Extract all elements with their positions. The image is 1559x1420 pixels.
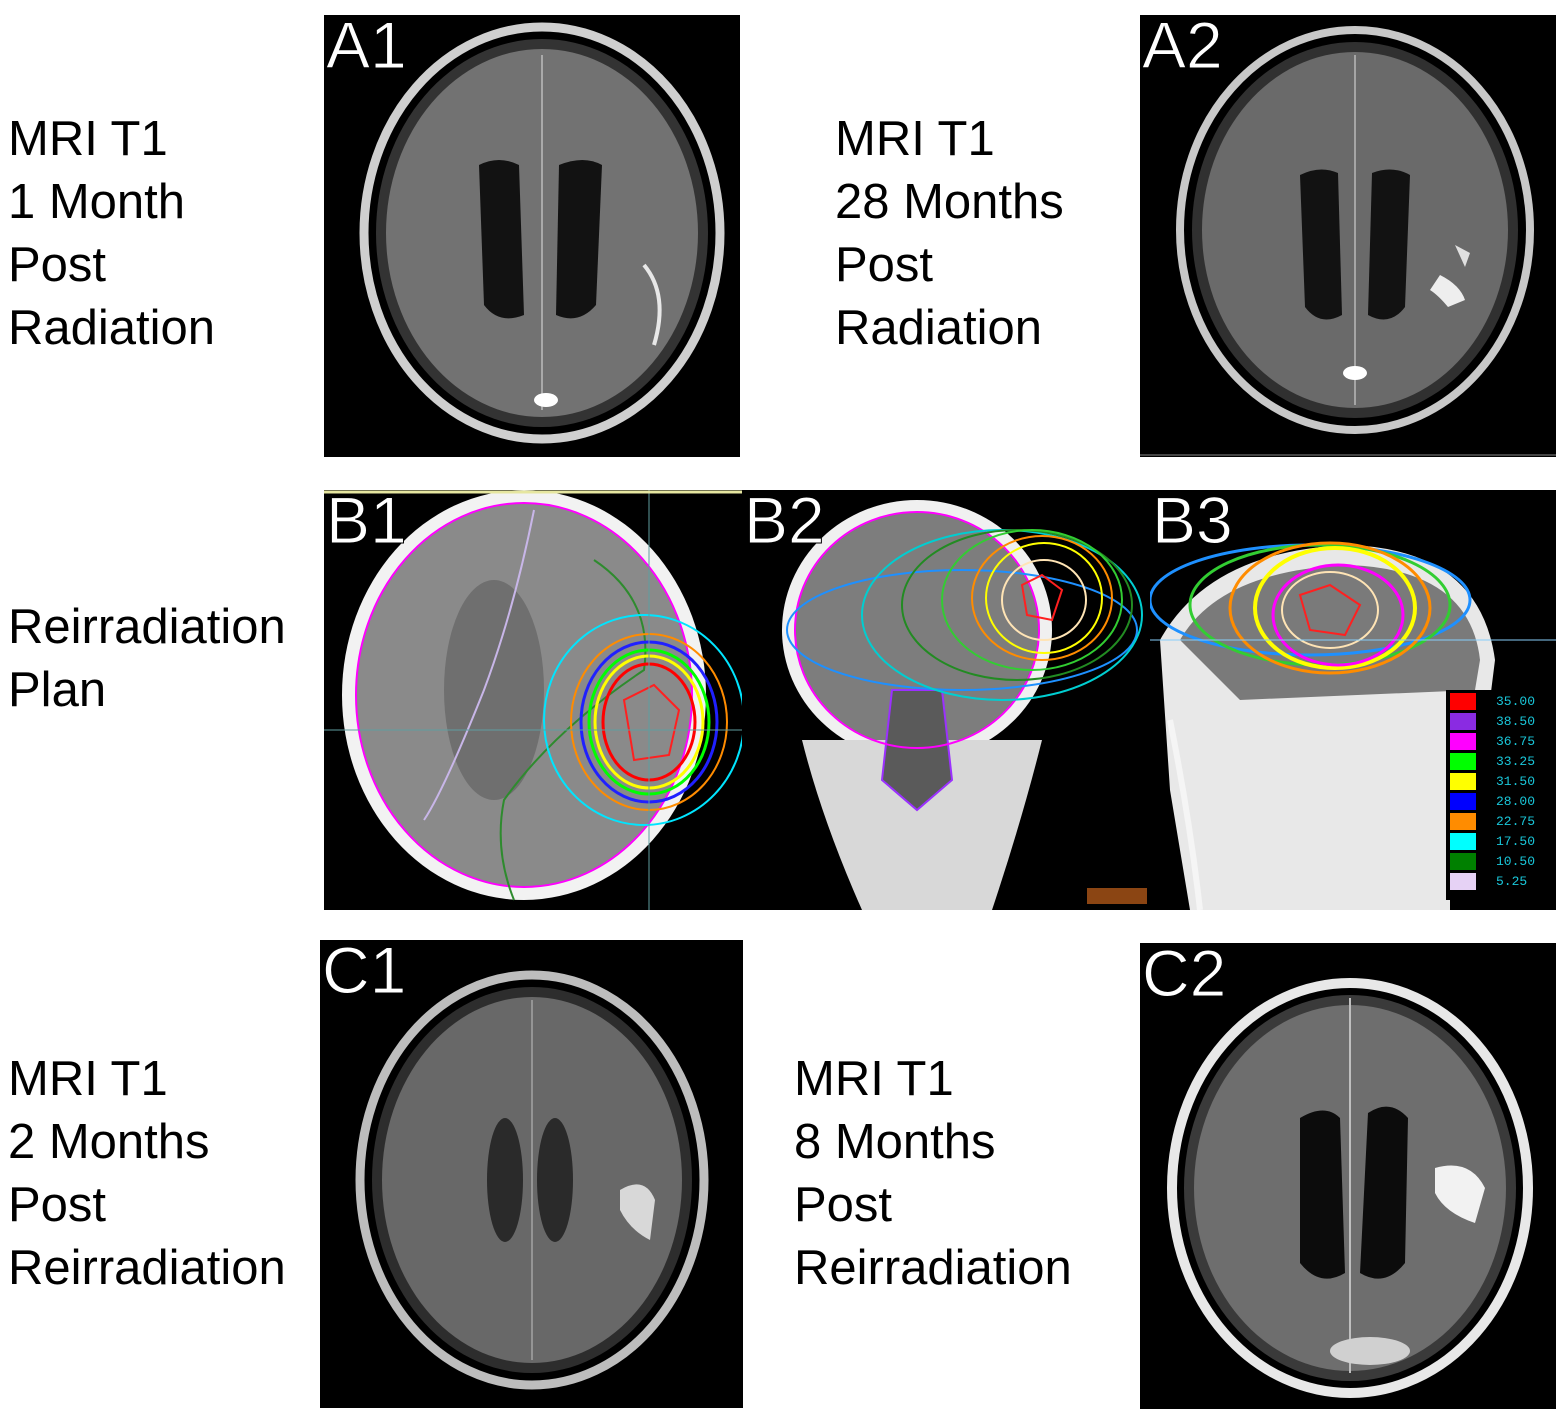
axial-mri-scan [355, 970, 709, 1390]
legend-swatch [1450, 773, 1476, 790]
panel-a1: A1 [324, 15, 740, 457]
caption-c2-line: MRI T1 [794, 1052, 954, 1106]
legend-row: 31.50 [1446, 772, 1556, 791]
panel-label-a1: A1 [326, 15, 408, 83]
legend-value: 5.25 [1496, 874, 1528, 889]
legend-value: 28.00 [1496, 794, 1536, 809]
legend-swatch [1450, 753, 1476, 770]
caption-c1-line: MRI T1 [8, 1052, 168, 1106]
caption-c2-line: Reirradiation [794, 1241, 1072, 1295]
legend-row: 33.25 [1446, 752, 1556, 771]
legend-swatch [1450, 813, 1476, 830]
legend-swatch [1450, 713, 1476, 730]
legend-swatch [1450, 853, 1476, 870]
panel-label-b2: B2 [744, 490, 826, 558]
caption-c1-line: Post [8, 1178, 107, 1232]
legend-value: 36.75 [1496, 734, 1536, 749]
caption-a2-line: Radiation [835, 301, 1043, 355]
caption-c2-line: Post [794, 1178, 893, 1232]
legend-value: 22.75 [1496, 814, 1536, 829]
legend-swatch [1450, 873, 1476, 890]
legend-row: 10.50 [1446, 852, 1556, 871]
legend-swatch [1450, 693, 1476, 710]
axial-mri-scan [359, 22, 725, 444]
caption-a1-line: Post [8, 238, 107, 292]
panel-a2: A2 [1140, 15, 1556, 457]
caption-b: Reirradiation Plan [8, 596, 286, 722]
panel-b2: B2 [742, 490, 1152, 910]
legend-value: 31.50 [1496, 774, 1536, 789]
panel-b3: 35.00 38.50 36.75 33.25 31.50 28.00 22.7… [1150, 490, 1556, 910]
caption-a2: MRI T1 28 Months Post Radiation [835, 108, 1064, 360]
axial-mri-scan [1140, 26, 1556, 456]
caption-c2: MRI T1 8 Months Post Reirradiation [794, 1048, 1072, 1300]
legend-value: 17.50 [1496, 834, 1536, 849]
caption-a2-line: Post [835, 238, 934, 292]
panel-label-b3: B3 [1152, 490, 1234, 558]
caption-a2-line: MRI T1 [835, 112, 995, 166]
legend-row: 35.00 [1446, 692, 1556, 711]
dose-legend: 35.00 38.50 36.75 33.25 31.50 28.00 22.7… [1446, 690, 1556, 900]
caption-a1: MRI T1 1 Month Post Radiation [8, 108, 215, 360]
legend-value: 38.50 [1496, 714, 1536, 729]
panel-c2: C2 [1140, 943, 1556, 1409]
sagittal-ct-dose-plan [1150, 541, 1556, 910]
panel-label-c1: C1 [321, 940, 407, 1008]
legend-row: 5.25 [1446, 872, 1556, 891]
caption-c1-line: Reirradiation [8, 1241, 286, 1295]
axial-mri-scan [1167, 978, 1533, 1398]
panel-c1: C1 [320, 940, 743, 1408]
caption-a2-line: 28 Months [835, 175, 1064, 229]
legend-row: 22.75 [1446, 812, 1556, 831]
caption-c1-line: 2 Months [8, 1115, 210, 1169]
legend-value: 35.00 [1496, 694, 1536, 709]
caption-c2-line: 8 Months [794, 1115, 996, 1169]
legend-swatch [1450, 793, 1476, 810]
panel-label-b1: B1 [326, 490, 408, 558]
coronal-ct-dose-plan [782, 500, 1147, 910]
caption-a1-line: Radiation [8, 301, 216, 355]
legend-row: 17.50 [1446, 832, 1556, 851]
panel-b1: B1 [324, 490, 744, 910]
caption-a1-line: MRI T1 [8, 112, 168, 166]
legend-value: 33.25 [1496, 754, 1536, 769]
axial-ct-dose-plan [324, 490, 744, 910]
legend-swatch [1450, 833, 1476, 850]
caption-c1: MRI T1 2 Months Post Reirradiation [8, 1048, 286, 1300]
legend-swatch [1450, 733, 1476, 750]
legend-row: 36.75 [1446, 732, 1556, 751]
legend-value: 10.50 [1496, 854, 1536, 869]
legend-row: 28.00 [1446, 792, 1556, 811]
caption-b-line: Plan [8, 663, 107, 717]
panel-label-c2: C2 [1141, 943, 1227, 1011]
caption-b-line: Reirradiation [8, 600, 286, 654]
caption-a1-line: 1 Month [8, 175, 186, 229]
legend-row: 38.50 [1446, 712, 1556, 731]
panel-label-a2: A2 [1142, 15, 1224, 83]
